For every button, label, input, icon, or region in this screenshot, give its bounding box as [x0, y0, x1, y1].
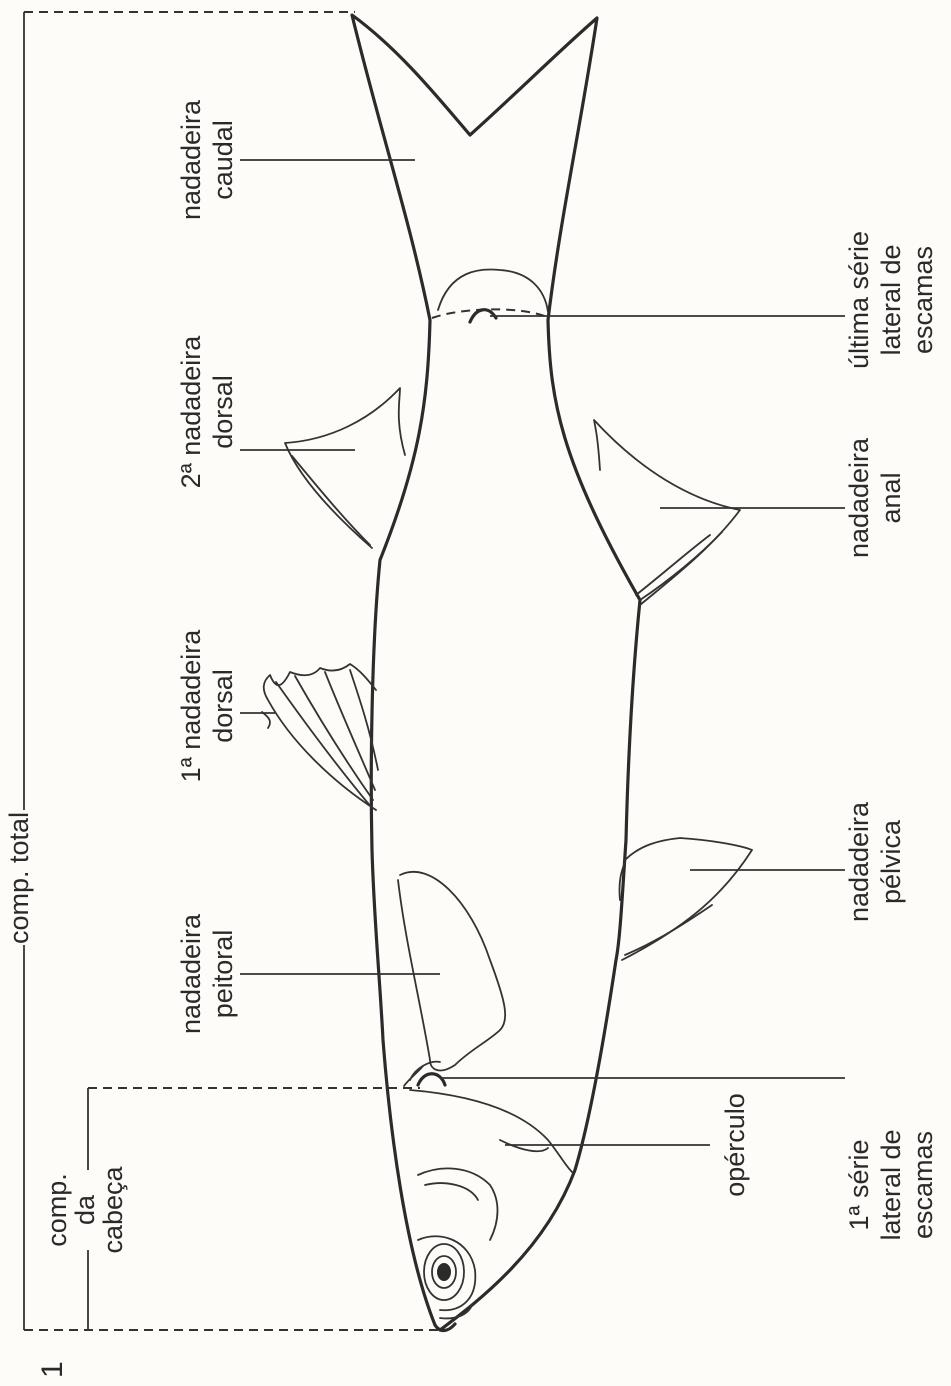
label-comp-total-line: comp. total: [4, 812, 34, 944]
label-primeira-serie-lateral-line: escamas: [908, 1131, 938, 1239]
label-comp-da-cabeca-line: da: [70, 1194, 100, 1225]
label-nadadeira-pelvica-line: nadadeira: [844, 801, 874, 922]
label-nadadeira-caudal: nadadeiracaudal: [176, 99, 238, 220]
label-operculo-line: opérculo: [720, 1093, 750, 1197]
label-ultima-serie-lateral: última sérielateral deescamas: [844, 231, 938, 369]
label-primeira-nadadeira-dorsal-line: 1ª nadadeira: [176, 629, 206, 783]
label-primeira-nadadeira-dorsal-line: dorsal: [208, 669, 238, 743]
label-comp-total: comp. total: [4, 812, 34, 944]
label-primeira-serie-lateral-line: lateral de: [876, 1129, 906, 1240]
leader-lines: [240, 160, 845, 1145]
pelvic-fin: [619, 838, 752, 960]
label-ultima-serie-lateral-line: lateral de: [876, 244, 906, 355]
label-nadadeira-pelvica-line: pélvica: [876, 819, 906, 904]
label-nadadeira-peitoral: nadadeirapeitoral: [176, 913, 238, 1034]
label-nadadeira-anal-line: anal: [876, 472, 906, 523]
caudal-fin: [352, 15, 597, 322]
label-nadadeira-peitoral-line: peitoral: [208, 930, 238, 1019]
label-operculo: opérculo: [720, 1093, 750, 1197]
label-primeira-serie-lateral-line: 1ª série: [844, 1139, 874, 1230]
label-nadadeira-peitoral-line: nadadeira: [176, 913, 206, 1034]
first-scale-mark: [418, 1074, 445, 1085]
label-segunda-nadadeira-dorsal: 2ª nadadeiradorsal: [176, 335, 238, 489]
first-dorsal-fin: [262, 664, 378, 810]
label-ultima-serie-lateral-line: escamas: [908, 246, 938, 354]
label-nadadeira-anal: nadadeiraanal: [844, 437, 906, 558]
label-comp-da-cabeca-line: cabeça: [98, 1165, 128, 1253]
label-nadadeira-caudal-line: caudal: [208, 120, 238, 200]
figure-number: 1: [36, 1361, 69, 1378]
pectoral-fin: [398, 872, 505, 1086]
second-dorsal-fin: [285, 388, 405, 548]
label-comp-da-cabeca: comp.dacabeça: [42, 1165, 128, 1253]
label-primeira-nadadeira-dorsal: 1ª nadadeiradorsal: [176, 629, 238, 783]
label-nadadeira-anal-line: nadadeira: [844, 437, 874, 558]
fish-body: [371, 320, 640, 1331]
label-primeira-serie-lateral: 1ª sérielateral deescamas: [844, 1129, 938, 1240]
anal-fin: [594, 420, 740, 605]
label-nadadeira-caudal-line: nadadeira: [176, 99, 206, 220]
head-details: [410, 1062, 572, 1319]
head-length-bracket: [88, 1088, 420, 1330]
label-segunda-nadadeira-dorsal-line: dorsal: [208, 375, 238, 449]
label-segunda-nadadeira-dorsal-line: 2ª nadadeira: [176, 335, 206, 489]
label-comp-da-cabeca-line: comp.: [42, 1173, 72, 1247]
label-ultima-serie-lateral-line: última série: [844, 231, 874, 369]
label-nadadeira-pelvica: nadadeirapélvica: [844, 801, 906, 922]
